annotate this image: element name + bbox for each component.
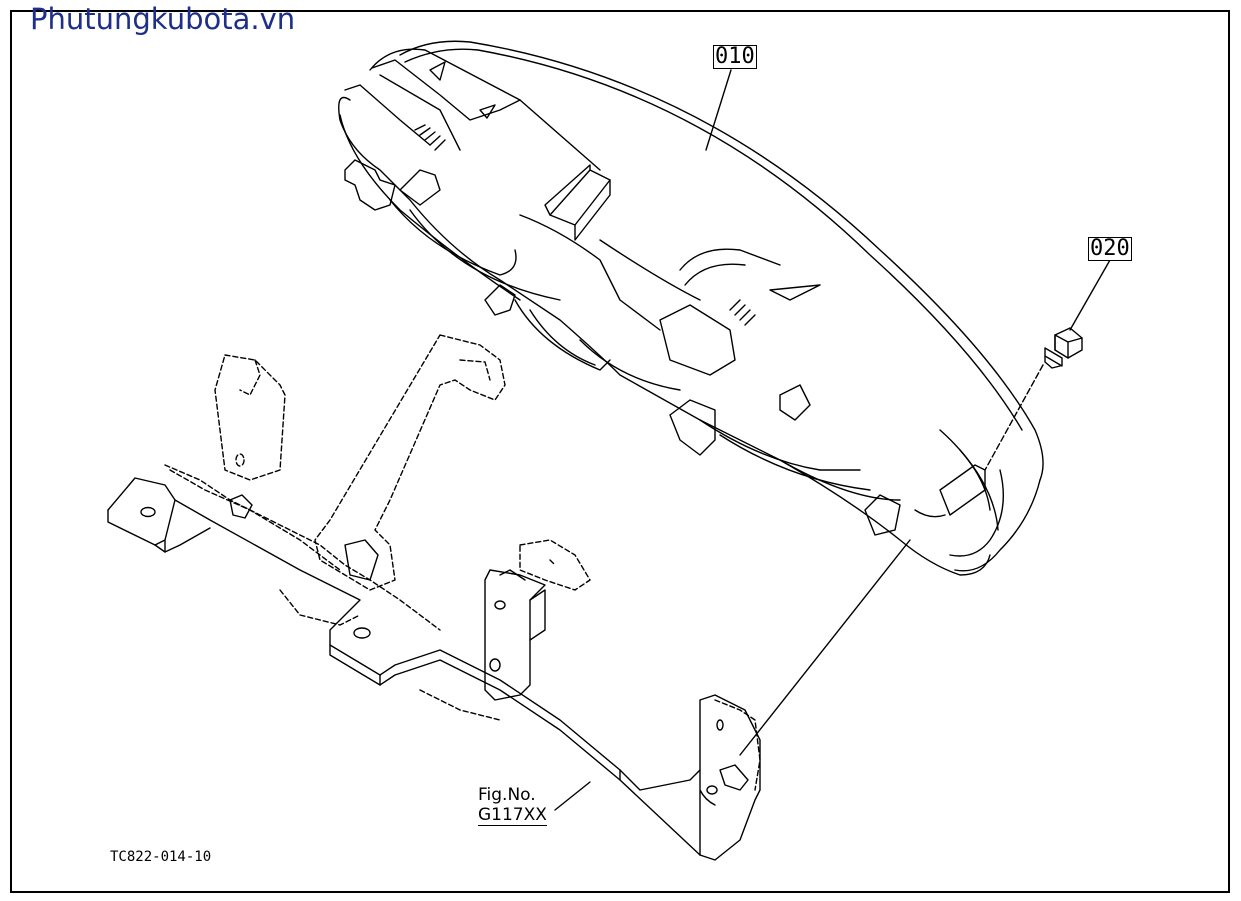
mounting-bracket-drawing [107, 334, 761, 861]
drawing-frame [10, 10, 1230, 893]
part-label-020[interactable]: 020 [1088, 236, 1132, 261]
leader-lines [554, 69, 1111, 811]
figure-ref-line1: Fig.No. [478, 785, 536, 805]
drawing-code: TC822-014-10 [110, 849, 212, 865]
bolt-drawing [1044, 327, 1083, 369]
watermark-text: Phutungkubota.vn [30, 2, 296, 36]
figure-ref-line2: G117XX [478, 805, 547, 826]
instrument-panel-drawing [338, 40, 1044, 576]
part-label-010[interactable]: 010 [713, 44, 757, 69]
figure-ref[interactable]: Fig.No. G117XX [478, 785, 547, 826]
